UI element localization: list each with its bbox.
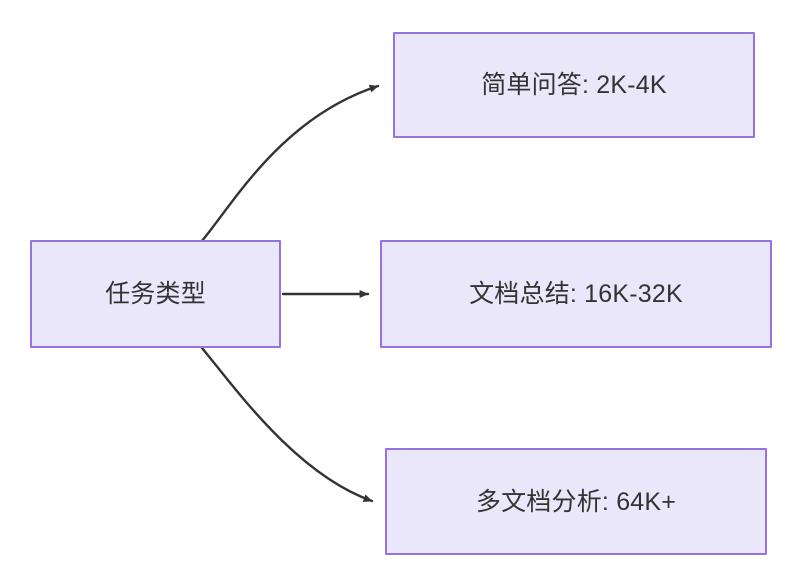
edge-source-simple-qa [199,84,380,244]
node-label: 文档总结: 16K-32K [469,280,683,308]
edge-source-multi-doc [200,346,374,503]
node-multi-doc[interactable]: 多文档分析: 64K+ [385,448,767,555]
node-label: 多文档分析: 64K+ [475,487,677,516]
node-label: 任务类型 [105,280,206,308]
node-label: 简单问答: 2K-4K [481,71,667,99]
node-simple-qa[interactable]: 简单问答: 2K-4K [393,32,755,138]
node-doc-summary[interactable]: 文档总结: 16K-32K [380,240,772,348]
node-task-type[interactable]: 任务类型 [30,240,281,348]
